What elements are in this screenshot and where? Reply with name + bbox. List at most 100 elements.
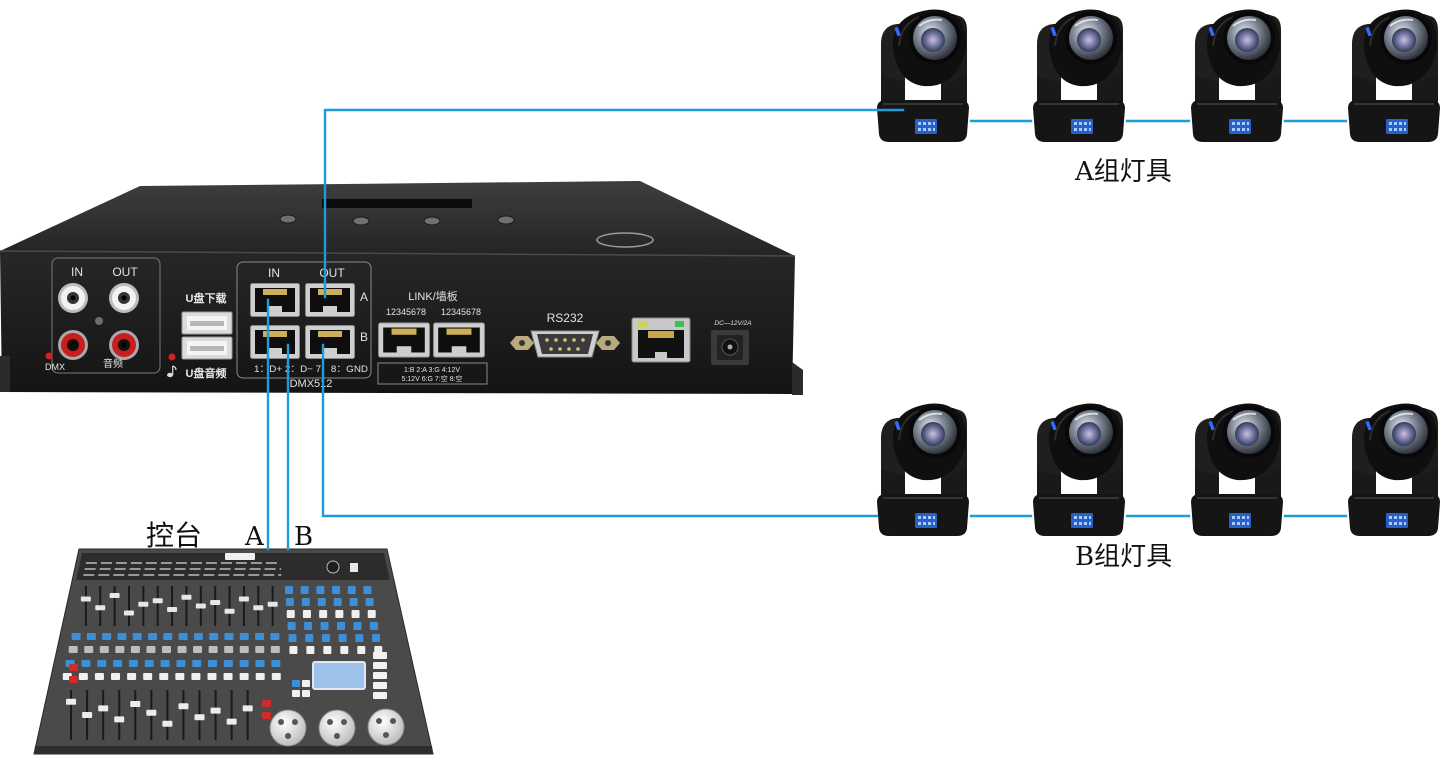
ethernet-link-led — [638, 321, 647, 327]
fixture-group-b: B组灯具 — [876, 402, 1441, 572]
link-pin-numbers-left: 12345678 — [386, 307, 426, 317]
link-pin-numbers-right: 12345678 — [441, 307, 481, 317]
console-fader-slot — [214, 586, 217, 626]
console-matrix-button — [338, 634, 347, 642]
console-output-a-label: A — [244, 522, 265, 552]
rs232-label: RS232 — [547, 311, 584, 325]
console-matrix-button — [347, 586, 356, 594]
console-matrix-button — [340, 646, 349, 654]
encoder-wheel-1 — [269, 709, 307, 747]
console-fader-cap — [267, 601, 278, 607]
console-function-button — [373, 652, 387, 659]
console-button — [175, 673, 185, 680]
audio-in-label: IN — [71, 265, 83, 279]
console-matrix-button — [363, 586, 372, 594]
console-button — [224, 633, 234, 640]
console-matrix-button — [353, 622, 362, 630]
top-button-2 — [352, 216, 370, 226]
console-matrix-button — [320, 622, 329, 630]
console-fader-cap — [253, 605, 264, 611]
dmx-out-label: OUT — [319, 266, 345, 280]
console-matrix-button — [288, 634, 297, 642]
link-port-1 — [378, 322, 430, 358]
encoder-wheel-2 — [318, 709, 356, 747]
audio-out-label: OUT — [112, 265, 138, 279]
console-button — [130, 646, 140, 653]
link-section: LINK/墙板 12345678 12345678 1:B 2:A 3:G 4:… — [377, 289, 488, 385]
console-button — [270, 633, 280, 640]
console-button — [208, 660, 218, 667]
console-button — [163, 633, 173, 640]
console-fader-cap — [238, 596, 249, 602]
console-header-strip — [76, 553, 390, 580]
encoder-wheel-3 — [367, 708, 405, 746]
console-matrix-button — [332, 586, 341, 594]
console-function-button — [292, 690, 300, 697]
console-fader-slot — [246, 690, 249, 740]
console-function-button — [302, 690, 310, 697]
console-button — [143, 673, 153, 680]
console-controls — [62, 553, 390, 740]
console-button — [68, 646, 78, 653]
rca-in-red — [58, 330, 88, 360]
console-button — [160, 660, 170, 667]
console-button — [208, 646, 218, 653]
console-matrix-button — [300, 586, 309, 594]
console-fader-slot — [230, 690, 233, 740]
console-fader-slot — [127, 586, 130, 626]
console-red-button — [262, 700, 271, 707]
rca-out-red — [109, 330, 139, 360]
rs232-section: RS232 — [510, 311, 620, 358]
console-fader-slot — [185, 586, 188, 626]
link-title: LINK/墙板 — [408, 289, 458, 303]
console-fader-cap — [226, 718, 237, 725]
left-mounting-flange — [0, 356, 10, 392]
console-fader-cap — [146, 709, 157, 716]
console-button — [209, 633, 219, 640]
dmx512-title: DMX512 — [290, 378, 333, 390]
console-button — [255, 633, 265, 640]
moving-head-fixture-a2 — [1032, 8, 1126, 142]
moving-head-fixture-a1 — [876, 8, 970, 142]
console-fader-cap — [195, 603, 206, 609]
controller-display-window — [322, 199, 472, 208]
console-fader-slot — [242, 586, 245, 626]
console-button — [192, 660, 202, 667]
console-matrix-button — [286, 610, 295, 618]
console-button — [71, 633, 81, 640]
console-button — [144, 660, 154, 667]
console-matrix-button — [357, 646, 366, 654]
console-matrix-button — [367, 610, 376, 618]
moving-head-fixture-b4 — [1347, 402, 1441, 536]
console-fader-cap — [95, 605, 106, 611]
link-pinout-line-1: 1:B 2:A 3:G 4:12V — [404, 367, 460, 374]
console-button — [159, 673, 169, 680]
console-fader-cap — [210, 707, 221, 714]
console-screen — [312, 661, 366, 690]
dmx-in-a-port — [250, 283, 300, 317]
dmx-row-b-label: B — [360, 330, 368, 344]
console-matrix-button — [333, 598, 342, 606]
dmx-row-a-label: A — [360, 290, 368, 304]
console-fader-cap — [109, 593, 120, 598]
power-section: DC—12V/2A — [711, 320, 752, 365]
cables — [266, 108, 1348, 551]
console-matrix-button — [302, 610, 311, 618]
console-fader-slot — [171, 586, 174, 626]
console-fader-cap — [224, 608, 235, 614]
console-matrix-button — [306, 646, 315, 654]
console-button — [81, 660, 91, 667]
console-fader-slot — [84, 586, 87, 626]
console-fader-slot — [134, 690, 137, 740]
console-front-edge — [34, 746, 433, 754]
console-matrix-button — [319, 610, 328, 618]
console-encoder-wheels — [269, 708, 405, 747]
fixture-group-b-label: B组灯具 — [1075, 542, 1172, 572]
console-button — [94, 673, 104, 680]
console-button — [239, 660, 249, 667]
console-fader-cap — [130, 701, 141, 707]
console-matrix-button — [285, 598, 294, 606]
fixture-group-a: A组灯具 — [876, 8, 1441, 187]
console-fader-slot — [156, 586, 159, 626]
